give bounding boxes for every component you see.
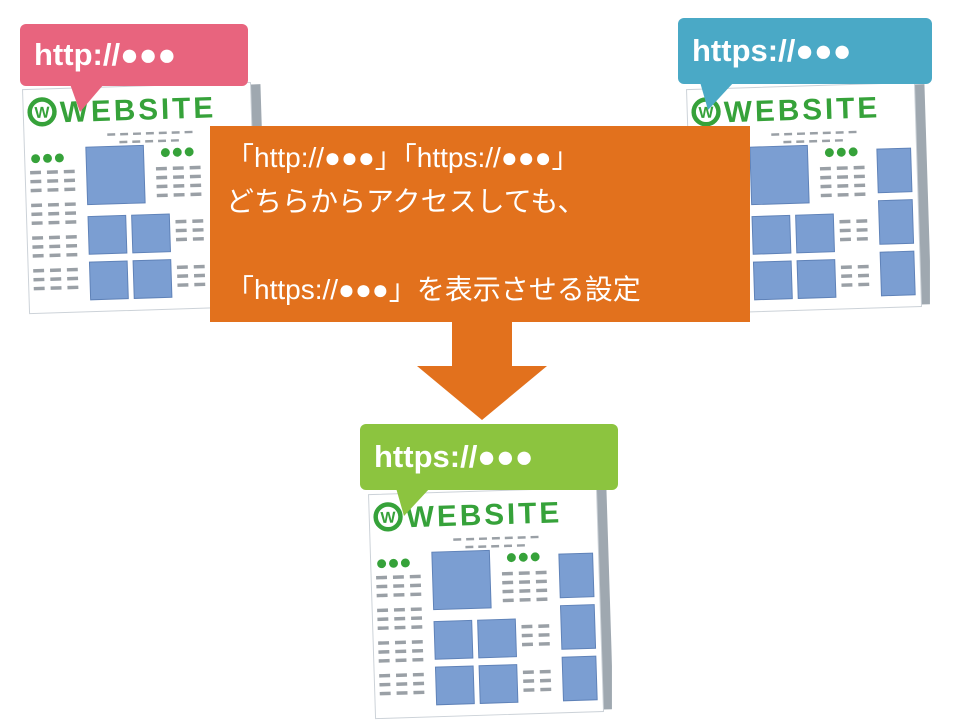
explanation-box: 「http://●●●」「https://●●●」 どちらからアクセスしても、 … bbox=[210, 126, 750, 322]
down-arrow-icon bbox=[417, 320, 547, 420]
http-url-bubble: http://●●● bbox=[20, 24, 248, 112]
http-bubble-tail bbox=[70, 84, 104, 112]
explanation-line-2: どちらからアクセスしても、 bbox=[226, 186, 586, 217]
https-bubble-tail bbox=[700, 82, 734, 110]
https-url-label: https://●●● bbox=[692, 33, 852, 68]
https-url-bubble: https://●●● bbox=[678, 18, 932, 110]
explanation-line-1: 「http://●●●」「https://●●●」 bbox=[226, 142, 580, 173]
explanation-line-4: 「https://●●●」を表示させる設定 bbox=[226, 274, 641, 305]
website-illustration-result bbox=[364, 487, 612, 720]
redirect-target-bubble: https://●●● bbox=[360, 424, 618, 516]
explanation-line-3 bbox=[226, 224, 734, 268]
redirect-bubble-tail bbox=[396, 488, 430, 516]
http-url-label: http://●●● bbox=[34, 37, 177, 72]
redirect-target-label: https://●●● bbox=[374, 439, 534, 474]
